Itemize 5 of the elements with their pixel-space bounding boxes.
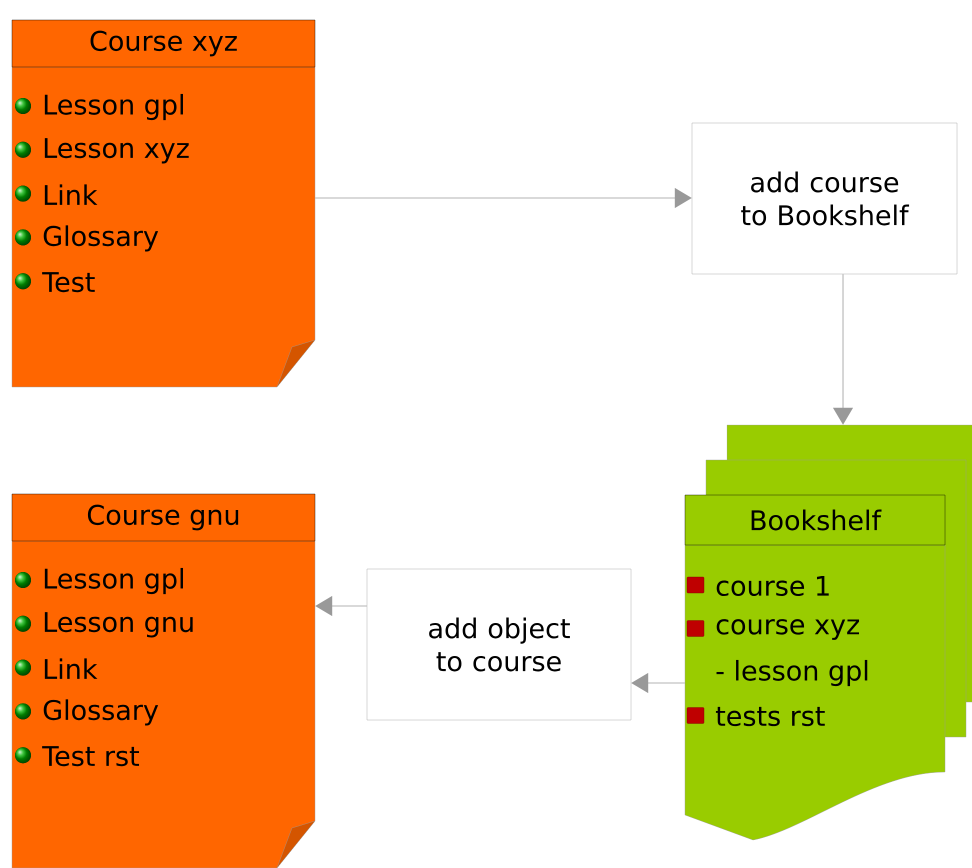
page-title: Bookshelf <box>752 510 882 530</box>
page-title: Course xyz <box>90 30 237 56</box>
process-box: add object to course <box>366 568 632 720</box>
page-title: Course gnu <box>88 504 238 530</box>
process-box: add course to Bookshelf <box>692 122 958 274</box>
